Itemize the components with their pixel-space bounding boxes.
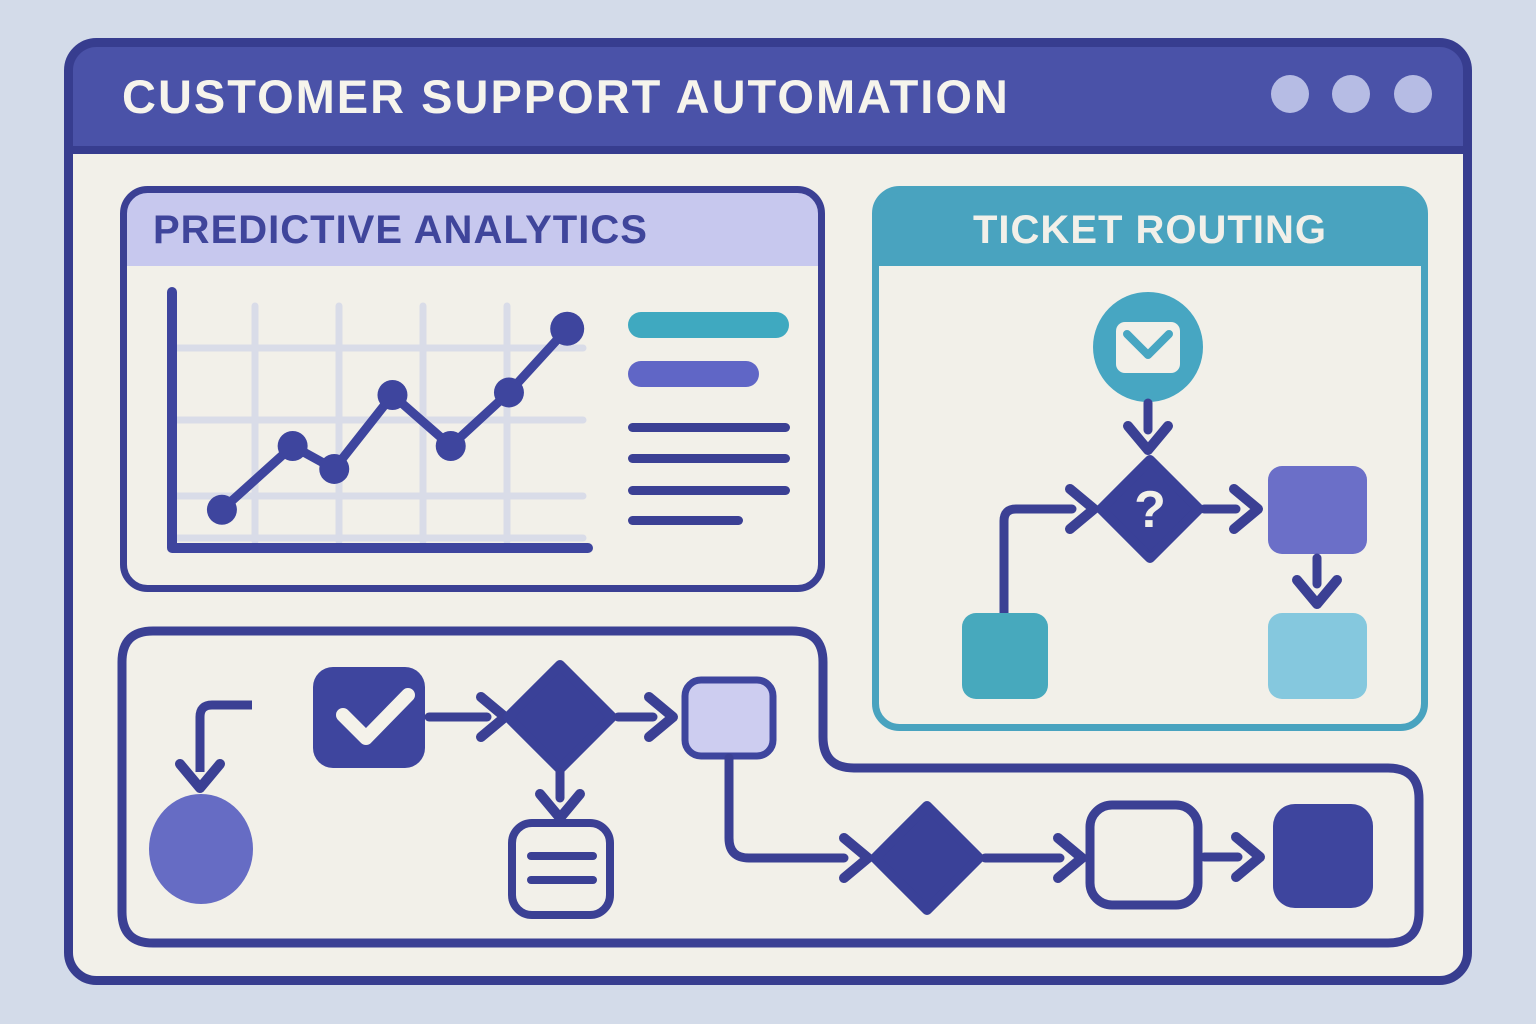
predictive-analytics-panel: PREDICTIVE ANALYTICS	[120, 186, 825, 592]
envelope-icon	[1116, 322, 1180, 373]
data-point	[550, 311, 585, 346]
final-step-node	[1273, 804, 1373, 908]
window-title: CUSTOMER SUPPORT AUTOMATION	[122, 70, 1010, 123]
question-mark-label: ?	[1134, 481, 1166, 539]
decision-2-node	[870, 801, 984, 915]
text-placeholder-line	[628, 454, 790, 463]
window-border	[64, 38, 1472, 985]
checkmark-icon	[336, 688, 415, 745]
data-point	[277, 431, 308, 461]
chart-series	[206, 311, 585, 525]
panel-header	[875, 189, 1425, 266]
edge-review-final	[1199, 832, 1265, 882]
data-point	[493, 377, 524, 408]
document-node	[508, 819, 614, 919]
automation-flow-panel	[117, 626, 1424, 948]
panel-outline	[117, 626, 1424, 948]
data-point	[435, 431, 466, 461]
queue-left-node	[962, 613, 1048, 699]
chart-axes	[167, 287, 593, 553]
data-point	[319, 453, 350, 484]
resolved-node	[1268, 613, 1367, 699]
edge-decision2-review	[980, 833, 1087, 883]
review-outline-node	[1085, 800, 1203, 910]
edge-decision-agent	[1199, 484, 1263, 534]
window-dot[interactable]	[1394, 75, 1432, 113]
analytics-sidebar	[628, 312, 790, 525]
edge-queue-decision	[999, 484, 1099, 619]
window-dot[interactable]	[1332, 75, 1370, 113]
edge-start	[175, 700, 252, 793]
edge-decision1-step	[613, 692, 678, 742]
panel-border	[120, 186, 825, 592]
panel-title: PREDICTIVE ANALYTICS	[153, 208, 648, 252]
text-placeholder-line	[628, 516, 743, 525]
edge-email-decision	[1123, 398, 1173, 455]
window-controls	[1271, 75, 1432, 113]
step-lavender-node	[681, 676, 777, 760]
start-circle-node	[149, 794, 253, 904]
panel-border	[872, 186, 1428, 731]
incoming-email-node	[1093, 292, 1203, 402]
data-point	[206, 494, 237, 525]
title-bar	[68, 42, 1468, 148]
task-complete-node	[313, 667, 425, 768]
assigned-agent-node	[1268, 466, 1367, 554]
highlight-bar-teal	[628, 312, 789, 338]
routing-decision-node: ?	[1096, 455, 1204, 563]
edge-agent-resolved	[1292, 553, 1342, 609]
panel-title: TICKET ROUTING	[973, 208, 1327, 252]
line-chart	[167, 287, 593, 553]
edge-step-decision2	[724, 753, 873, 883]
text-placeholder-line	[628, 486, 790, 495]
window-dot[interactable]	[1271, 75, 1309, 113]
highlight-bar-purple	[628, 361, 759, 387]
panel-header	[123, 189, 822, 266]
chart-grid	[172, 302, 587, 545]
ticket-routing-panel: TICKET ROUTING ?	[872, 186, 1428, 731]
text-placeholder-line	[628, 423, 790, 432]
edge-decision1-document	[535, 767, 585, 823]
data-point	[377, 380, 408, 410]
